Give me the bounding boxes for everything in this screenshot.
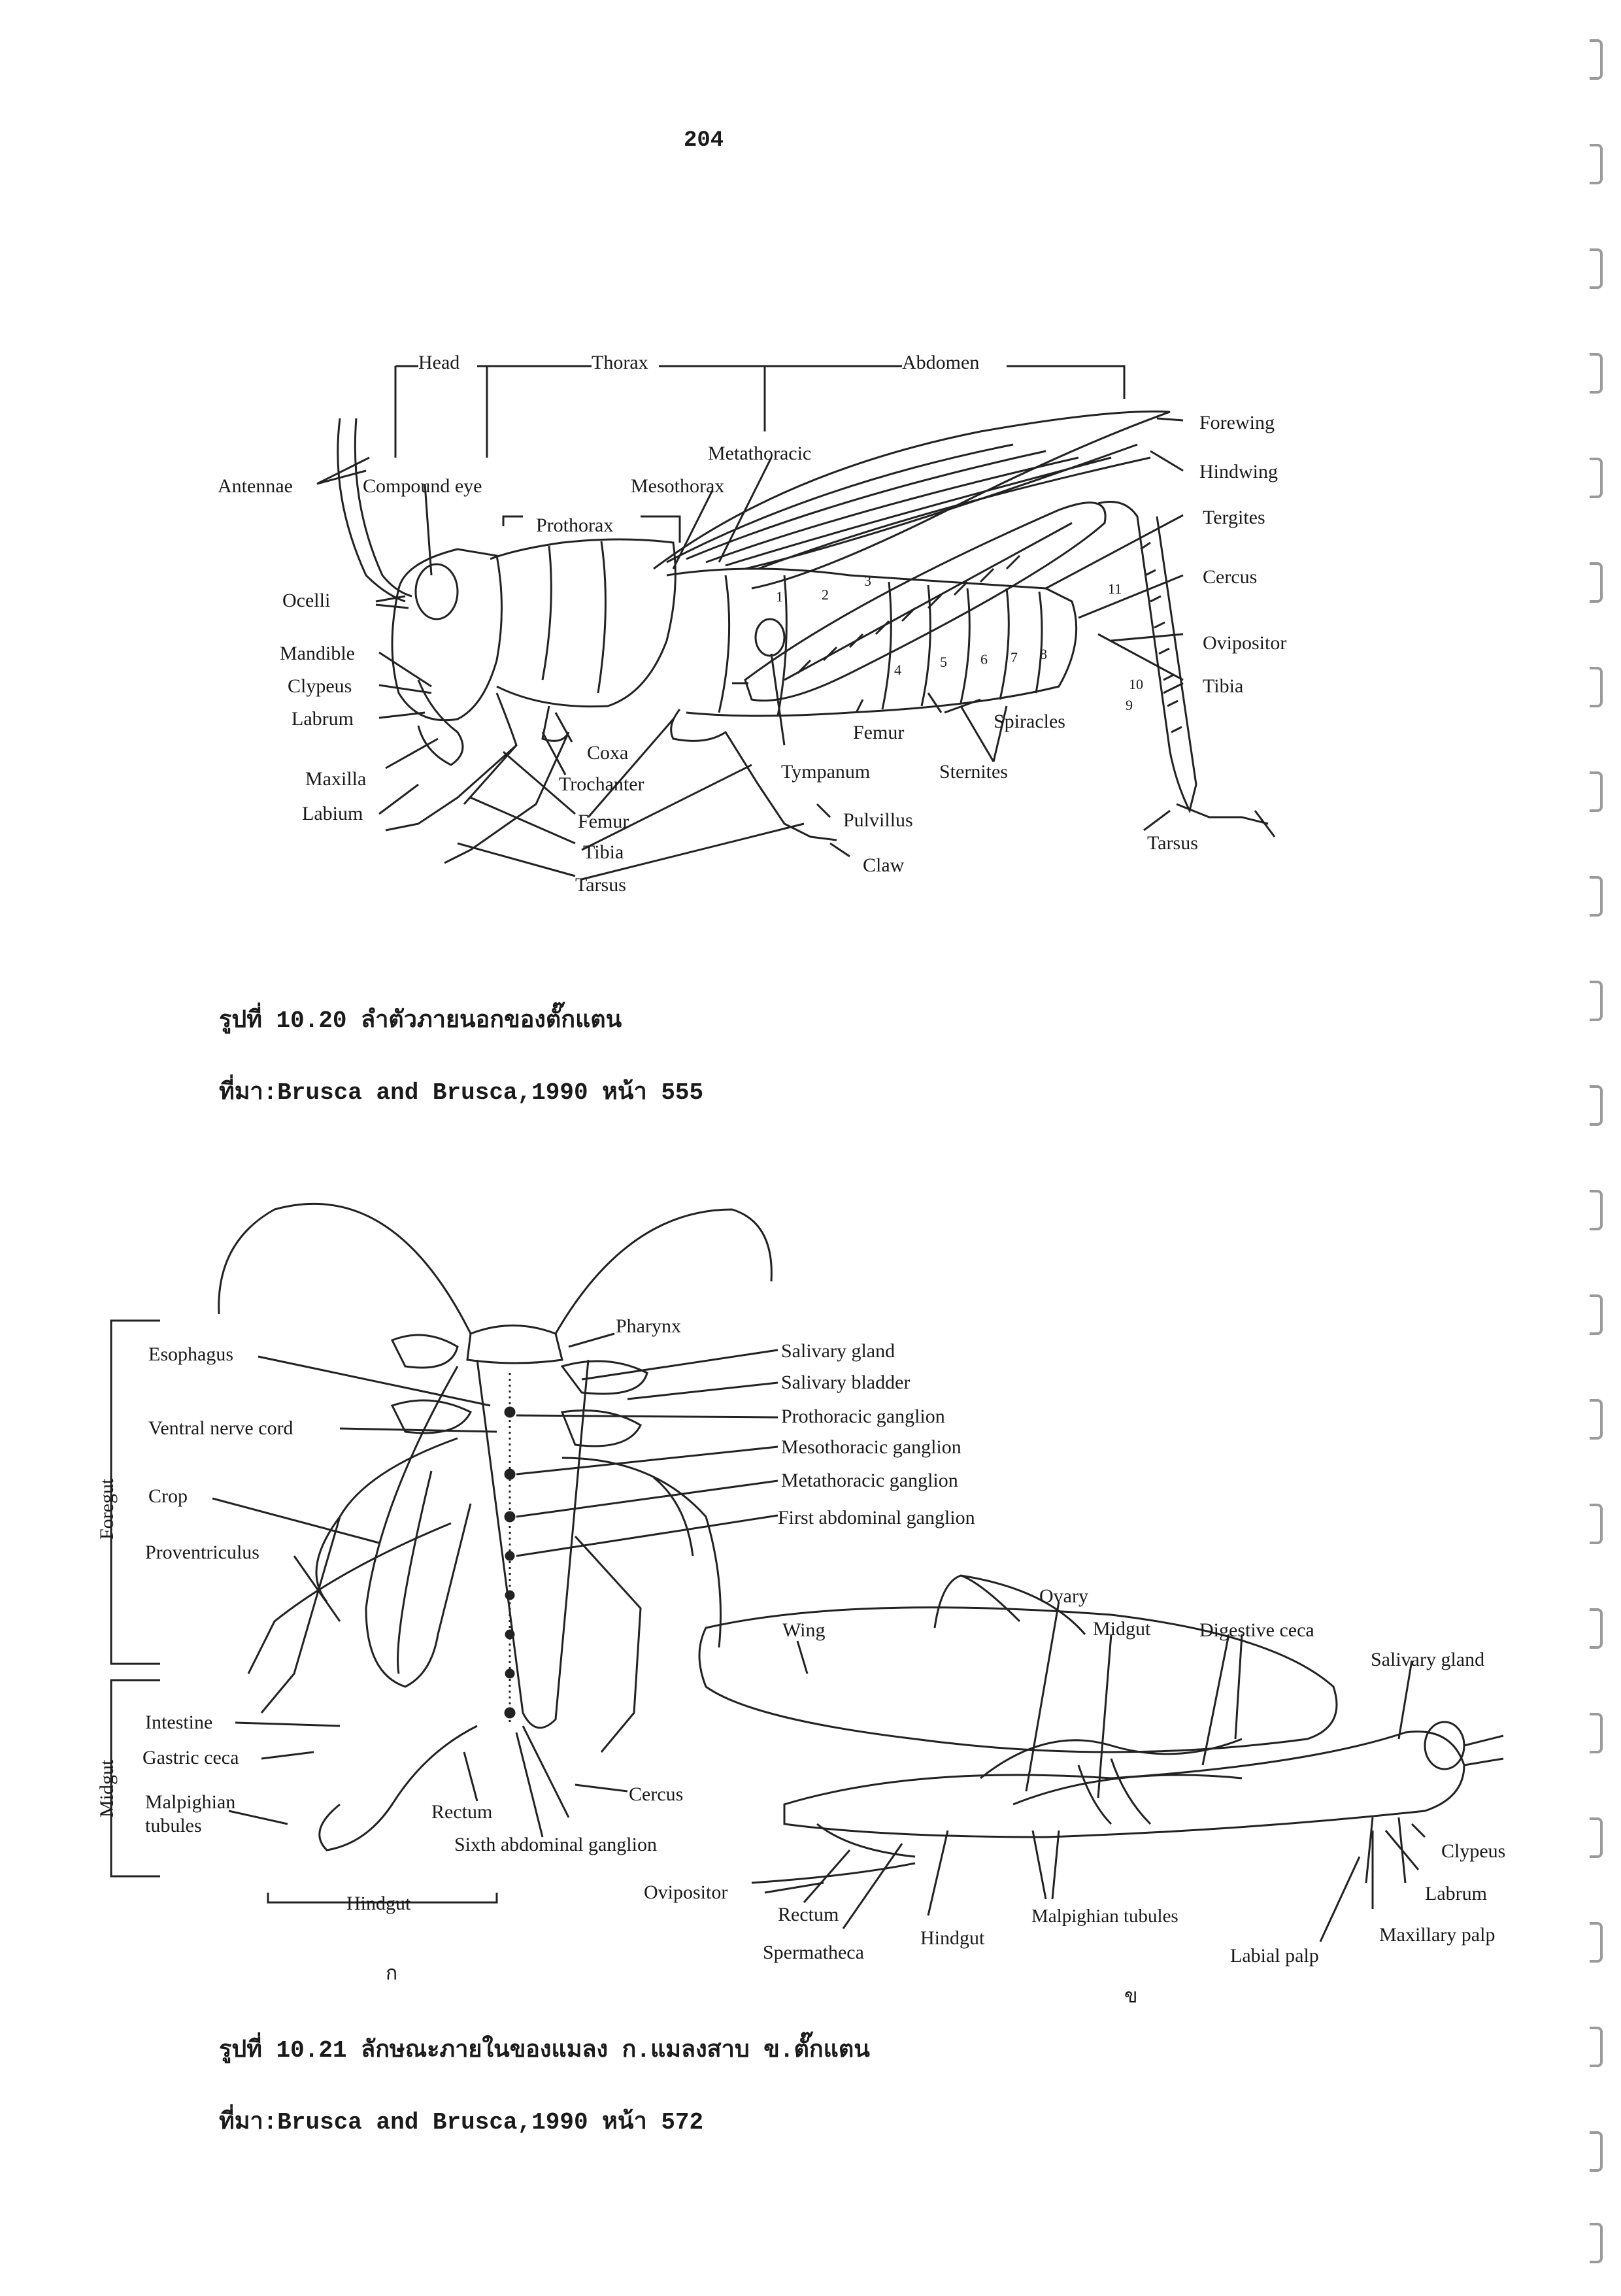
label-tarsus-leg: Tarsus (575, 874, 626, 896)
label-abdomen: Abdomen (902, 352, 980, 373)
segment-number: 4 (894, 662, 901, 678)
label-crop: Crop (148, 1485, 188, 1507)
label-ovipositor-b: Ovipositor (644, 1882, 728, 1903)
figure-caption: รูปที่ 10.20 ลำตัวภายนอกของตั๊กแตน (219, 1007, 622, 1034)
segment-number: 5 (940, 654, 947, 670)
label-digestive-ceca: Digestive ceca (1199, 1619, 1314, 1641)
label-forewing: Forewing (1199, 412, 1275, 433)
label-cercus-a: Cercus (629, 1783, 684, 1805)
label-proventriculus: Proventriculus (145, 1542, 259, 1563)
segment-number: 6 (980, 651, 988, 667)
label-mesothorax: Mesothorax (631, 475, 725, 497)
figure-source: ที่มา:Brusca and Brusca,1990 หน้า 555 (219, 1079, 704, 1106)
label-part-b: ข (1124, 1985, 1138, 2007)
label-esophagus: Esophagus (148, 1343, 233, 1365)
label-metathoracic: Metathoracic (708, 443, 812, 464)
label-metathoracic-ganglion: Metathoracic ganglion (781, 1470, 958, 1491)
label-salivary-gland-a: Salivary gland (781, 1340, 895, 1362)
label-prothoracic-ganglion: Prothoracic ganglion (781, 1406, 945, 1427)
segment-number: 1 (776, 588, 783, 605)
segment-number: 9 (1126, 697, 1133, 713)
label-spiracles: Spiracles (994, 711, 1065, 732)
label-rectum-b: Rectum (778, 1904, 839, 1925)
label-maxilla: Maxilla (305, 768, 367, 790)
label-ovary: Ovary (1039, 1585, 1088, 1607)
segment-number: 3 (864, 573, 871, 589)
segment-number: 11 (1108, 581, 1122, 597)
label-tarsus-hind: Tarsus (1147, 832, 1198, 854)
label-hindwing: Hindwing (1199, 461, 1278, 482)
label-labium: Labium (302, 803, 363, 824)
page-number: 204 (684, 128, 724, 153)
label-hindgut-a: Hindgut (346, 1893, 411, 1914)
label-rectum-a: Rectum (431, 1801, 493, 1823)
label-pulvillus: Pulvillus (843, 809, 913, 831)
label-intestine: Intestine (145, 1712, 213, 1733)
label-femur-body: Femur (853, 722, 905, 743)
figure-caption: รูปที่ 10.21 ลักษณะภายในของแมลง ก.แมลงสา… (219, 2037, 870, 2064)
label-compound-eye: Compound eye (363, 475, 482, 497)
label-midgut-b: Midgut (1093, 1618, 1151, 1640)
label-salivary-gland-b: Salivary gland (1371, 1649, 1485, 1670)
label-cercus: Cercus (1203, 566, 1258, 588)
label-tympanum: Tympanum (781, 761, 871, 783)
label-mesothoracic-ganglion: Mesothoracic ganglion (781, 1436, 961, 1458)
label-clypeus-b: Clypeus (1441, 1840, 1506, 1862)
label-midgut-side: Midgut (96, 1759, 118, 1817)
label-labrum: Labrum (292, 708, 354, 730)
label-tibia-hind: Tibia (1203, 675, 1244, 697)
label-hindgut-b: Hindgut (920, 1927, 985, 1949)
label-tergites: Tergites (1203, 507, 1265, 528)
label-sternites: Sternites (939, 761, 1008, 783)
label-antennae: Antennae (218, 475, 293, 497)
label-salivary-bladder: Salivary bladder (781, 1372, 911, 1393)
figure-source: ที่มา:Brusca and Brusca,1990 หน้า 572 (219, 2109, 704, 2136)
label-labial-palp: Labial palp (1230, 1945, 1319, 1967)
label-pharynx: Pharynx (616, 1315, 681, 1337)
label-prothorax: Prothorax (536, 515, 614, 536)
label-head: Head (418, 352, 460, 373)
label-ventral-nerve-cord: Ventral nerve cord (148, 1417, 293, 1439)
label-thorax: Thorax (592, 352, 648, 373)
label-spermatheca: Spermatheca (763, 1942, 864, 1963)
segment-number: 2 (822, 586, 829, 603)
label-claw: Claw (863, 854, 905, 876)
label-tibia-leg: Tibia (583, 841, 624, 863)
segment-number: 8 (1040, 646, 1047, 662)
label-mandible: Mandible (280, 643, 355, 664)
label-first-abdominal-ganglion: First abdominal ganglion (778, 1507, 975, 1528)
label-part-a: ก (386, 1963, 398, 1984)
label-malpighian-tubules: Malpighian (145, 1791, 236, 1813)
label-maxillary-palp: Maxillary palp (1379, 1924, 1496, 1946)
label-ocelli: Ocelli (282, 590, 331, 611)
label-foregut: Foregut (96, 1478, 118, 1540)
label-gastric-ceca: Gastric ceca (142, 1747, 239, 1768)
label-wing: Wing (782, 1619, 826, 1641)
label-femur-leg: Femur (578, 811, 629, 832)
label-malpighian-tubules-b: Malpighian tubules (1031, 1906, 1178, 1927)
label-clypeus: Clypeus (288, 675, 352, 697)
label-ovipositor: Ovipositor (1203, 632, 1287, 654)
segment-number: 10 (1129, 676, 1143, 692)
label-labrum-b: Labrum (1425, 1883, 1487, 1904)
segment-number: 7 (1011, 649, 1018, 666)
label-sixth-abdominal-ganglion: Sixth abdominal ganglion (454, 1834, 657, 1855)
label-trochanter: Trochanter (559, 773, 644, 795)
label-malpighian-tubules: tubules (145, 1815, 202, 1836)
label-coxa: Coxa (587, 742, 629, 764)
